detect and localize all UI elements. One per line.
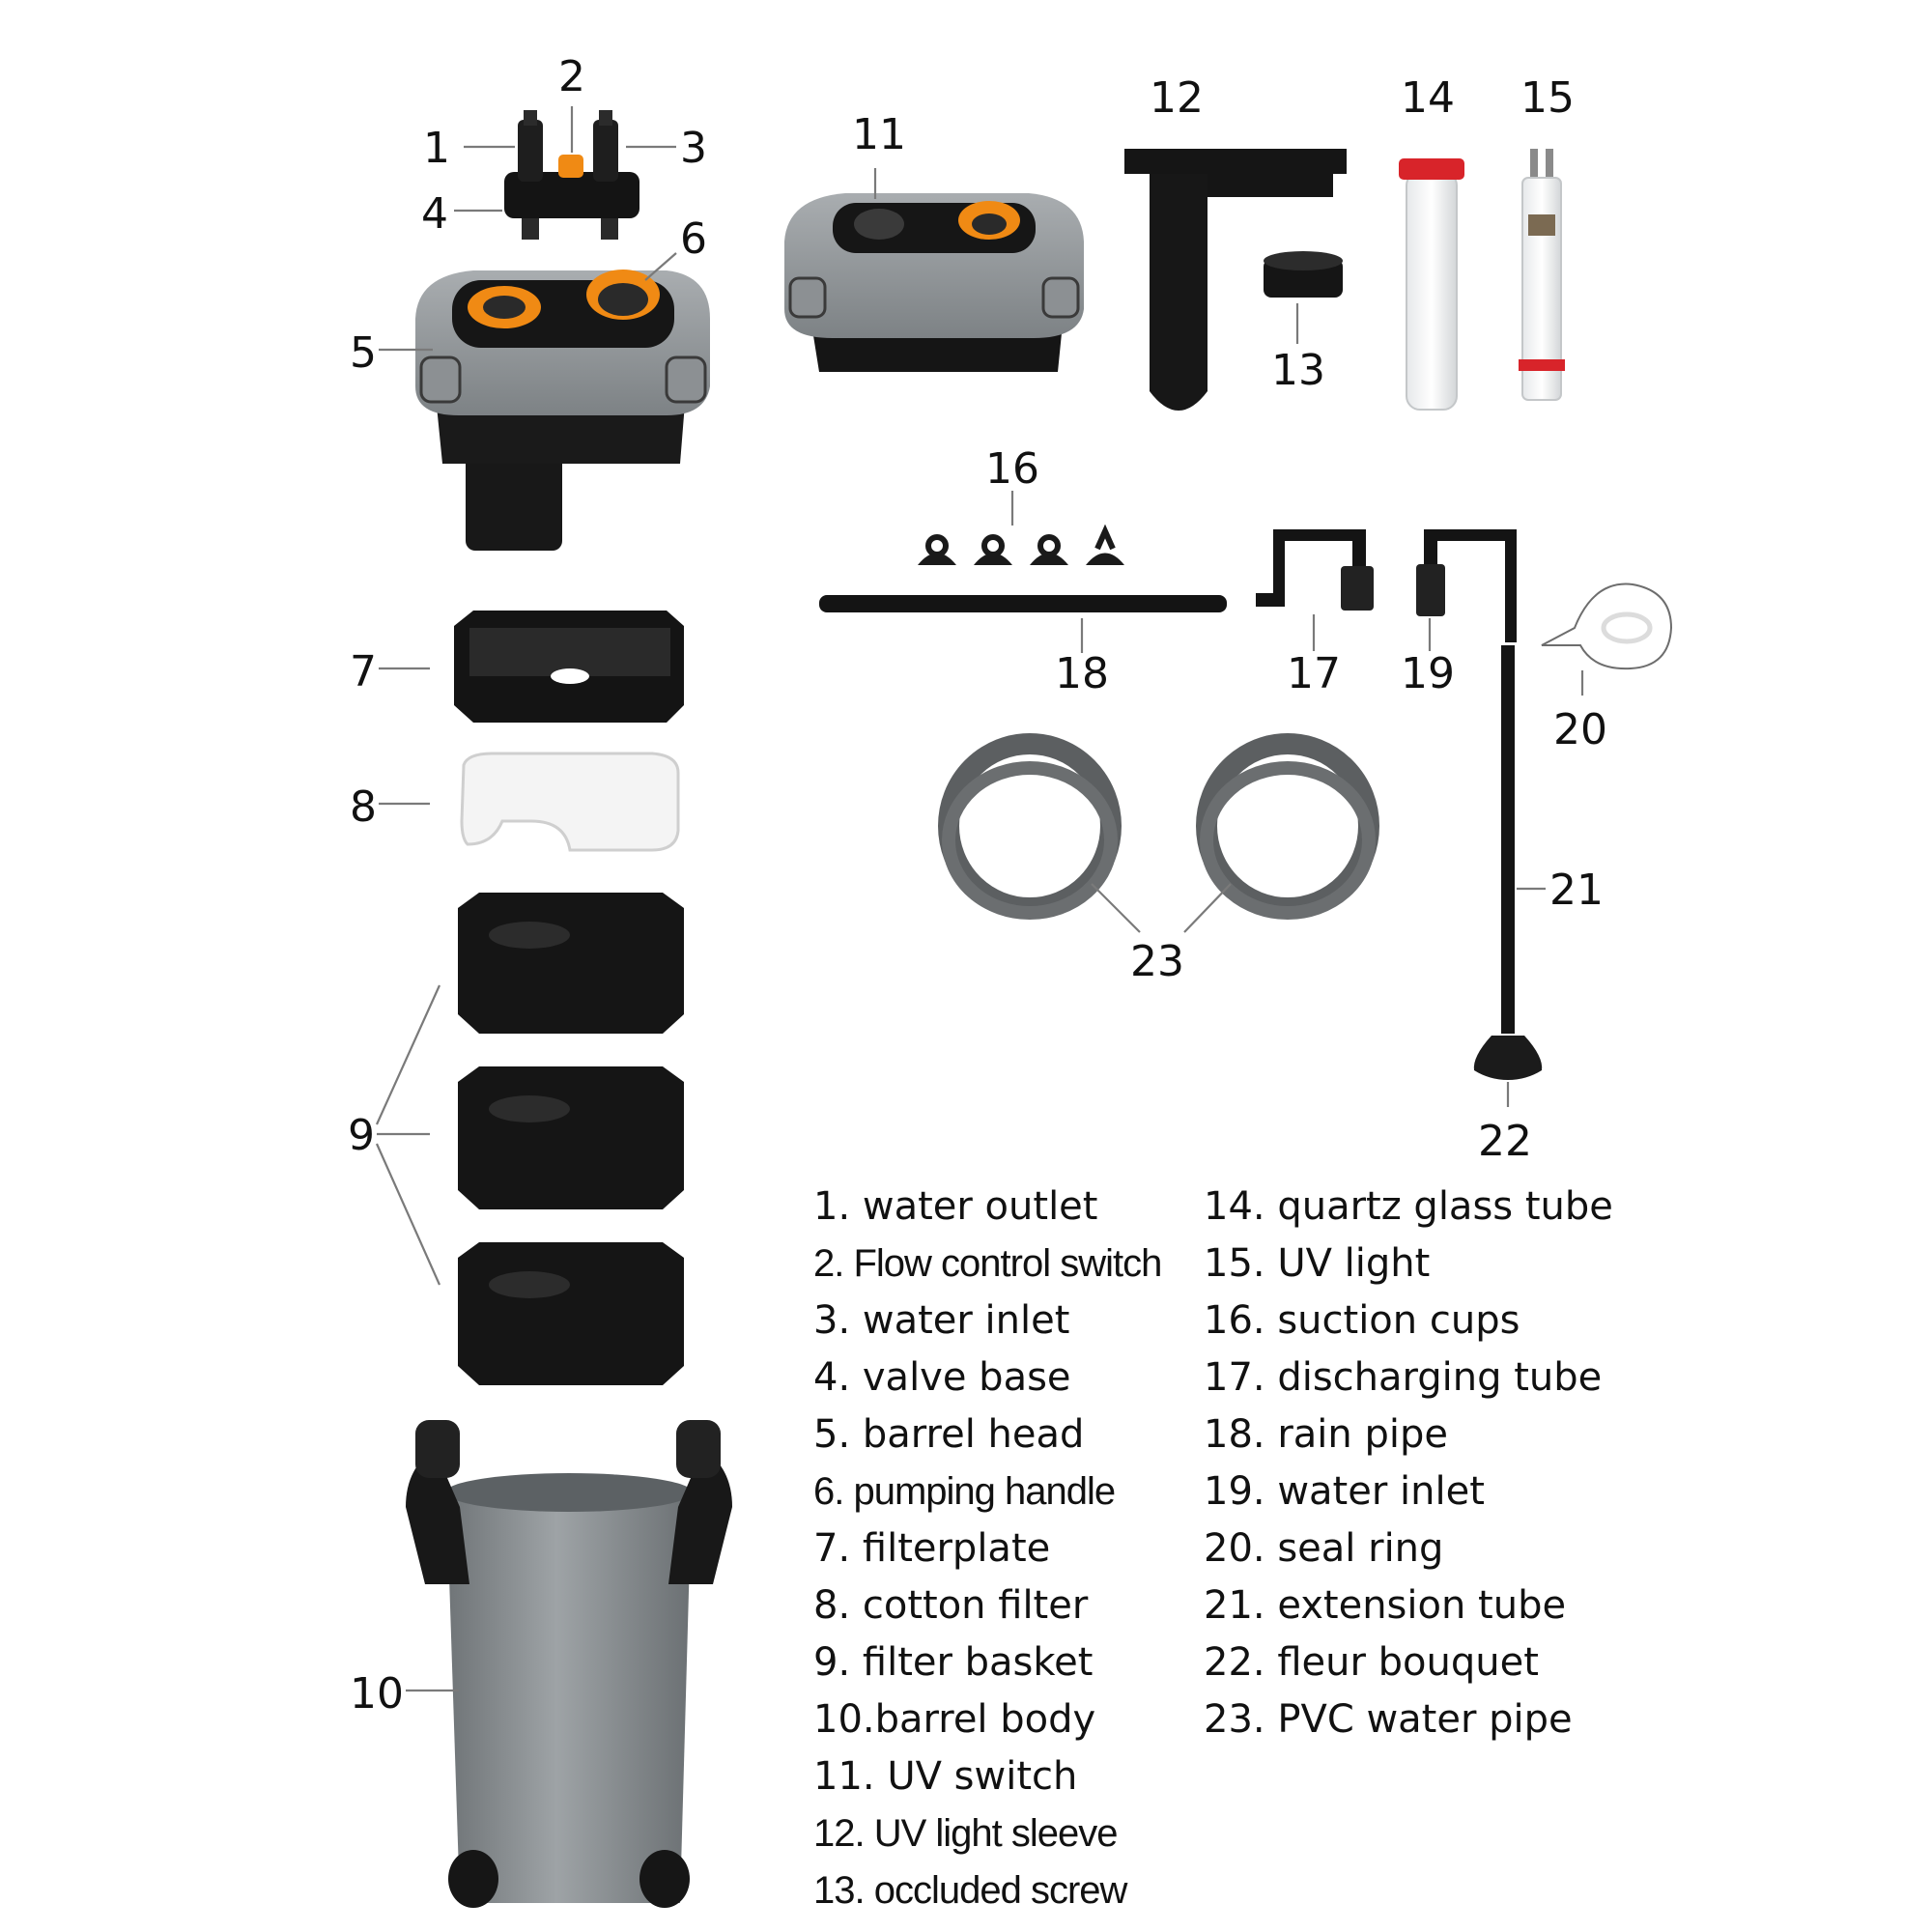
barrel-head-part [415, 270, 710, 551]
occluded-screw-part [1264, 251, 1343, 298]
legend-item-23: 23. PVC water pipe [1204, 1697, 1573, 1742]
cotton-filter-part [460, 752, 680, 852]
legend-item-3: 3. water inlet [813, 1298, 1070, 1343]
legend-item-19: 19. water inlet [1204, 1469, 1485, 1514]
callout-11: 11 [852, 110, 906, 159]
legend-item-16: 16. suction cups [1204, 1298, 1520, 1343]
legend-item-12: 12. UV light sleeve [813, 1812, 1119, 1855]
legend-item-18: 18. rain pipe [1204, 1412, 1448, 1457]
uv-light-sleeve-part [1124, 149, 1347, 411]
leader-lines [375, 106, 1584, 1692]
fleur-bouquet-part [1473, 1010, 1543, 1080]
callout-17: 17 [1287, 649, 1341, 698]
legend-item-7: 7. filterplate [813, 1526, 1051, 1571]
pvc-water-pipe-part [938, 733, 1379, 920]
extension-tube-part [1501, 645, 1515, 1010]
water-inlet-tube-part [1416, 529, 1517, 642]
filterplate-part [454, 611, 684, 723]
callout-19: 19 [1401, 649, 1455, 698]
legend-item-8: 8. cotton filter [813, 1583, 1089, 1628]
seal-ring-part [1541, 582, 1673, 670]
callout-16: 16 [985, 444, 1039, 494]
quartz-glass-tube-part [1399, 158, 1464, 411]
legend-left: 1. water outlet 2. Flow control switch 3… [813, 1179, 1162, 1919]
callout-20: 20 [1553, 705, 1607, 754]
callout-8: 8 [350, 782, 377, 832]
callout-14: 14 [1401, 73, 1455, 123]
uv-switch-head-part [784, 193, 1084, 372]
callout-numbers: 1 2 3 4 5 6 7 8 9 10 11 12 13 14 15 16 1… [348, 52, 1607, 1719]
legend-right: 14. quartz glass tube 15. UV light 16. s… [1204, 1179, 1613, 1748]
suction-cups-part [918, 524, 1124, 565]
callout-4: 4 [421, 189, 448, 239]
discharging-tube-part [1256, 529, 1374, 611]
rain-pipe-part [819, 595, 1227, 612]
legend-item-22: 22. fleur bouquet [1204, 1640, 1539, 1685]
callout-3: 3 [680, 124, 707, 173]
legend-item-15: 15. UV light [1204, 1241, 1431, 1286]
callout-6: 6 [680, 214, 707, 264]
legend-item-4: 4. valve base [813, 1355, 1071, 1400]
legend-item-17: 17. discharging tube [1204, 1355, 1603, 1400]
callout-5: 5 [350, 328, 377, 378]
callout-7: 7 [350, 647, 377, 696]
legend-item-14: 14. quartz glass tube [1204, 1184, 1613, 1229]
uv-light-part [1519, 149, 1565, 401]
legend-item-10: 10.barrel body [813, 1697, 1096, 1742]
legend-item-13: 13. occluded screw [813, 1869, 1127, 1912]
legend-item-1: 1. water outlet [813, 1184, 1098, 1229]
legend-item-11: 11. UV switch [813, 1754, 1078, 1799]
callout-18: 18 [1055, 649, 1109, 698]
legend-item-20: 20. seal ring [1204, 1526, 1444, 1571]
callout-13: 13 [1271, 346, 1325, 395]
callout-9: 9 [348, 1111, 375, 1160]
legend-item-5: 5. barrel head [813, 1412, 1085, 1457]
legend-item-2: 2. Flow control switch [813, 1242, 1162, 1285]
filter-basket-part [458, 893, 684, 1385]
callout-2: 2 [558, 52, 585, 101]
callout-23: 23 [1130, 937, 1184, 986]
legend-item-21: 21. extension tube [1204, 1583, 1567, 1628]
callout-1: 1 [423, 124, 450, 173]
legend-item-6: 6. pumping handle [813, 1470, 1116, 1513]
valve-assembly-part [504, 110, 639, 240]
callout-10: 10 [350, 1669, 404, 1719]
callout-21: 21 [1549, 866, 1604, 915]
legend-item-9: 9. filter basket [813, 1640, 1094, 1685]
barrel-body-part [406, 1420, 732, 1908]
callout-22: 22 [1478, 1117, 1532, 1166]
callout-12: 12 [1150, 73, 1204, 123]
callout-15: 15 [1520, 73, 1575, 123]
